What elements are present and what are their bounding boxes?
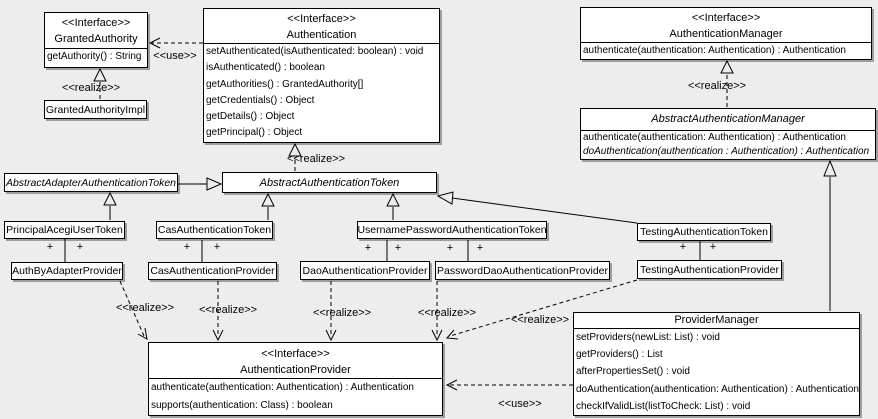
class-abstract-authentication-token[interactable]: AbstractAuthenticationToken: [222, 172, 437, 193]
method: setAuthenticated(isAuthenticated: boolea…: [206, 46, 424, 57]
realize-label: <<realize>>: [61, 82, 121, 94]
method: getPrincipal() : Object: [206, 127, 303, 139]
class-authentication-manager[interactable]: <<Interface>> AuthenticationManager auth…: [580, 7, 872, 60]
use-label: <<use>>: [498, 398, 542, 410]
method: authenticate(authentication: Authenticat…: [583, 132, 846, 143]
method: supports(authentication: Class) : boolea…: [151, 400, 333, 411]
generalization-edge-principaltoken-to-adaptertoken: [103, 191, 117, 220]
class-name: TestingAuthenticationToken: [640, 226, 768, 238]
class-provider-manager[interactable]: ProviderManager setProviders(newList: Li…: [573, 312, 860, 416]
multiplicity-label: +: [709, 241, 717, 253]
realize-label: <<realize>>: [198, 304, 258, 316]
method: doAuthentication(authentication : Authen…: [583, 146, 870, 157]
generalization-edge-castoken-to-abstracttoken: [261, 192, 275, 220]
realize-label: <<realize>>: [312, 307, 372, 319]
class-header: ProviderManager: [574, 313, 859, 328]
class-name: AuthenticationProvider: [240, 364, 351, 376]
multiplicity-label: +: [46, 241, 54, 253]
realize-label: <<realize>>: [417, 307, 477, 319]
class-authentication[interactable]: <<Interface>> Authentication setAuthenti…: [203, 8, 440, 143]
class-auth-by-adapter-provider[interactable]: AuthByAdapterProvider: [11, 262, 123, 280]
realize-label: <<realize>>: [115, 302, 175, 314]
multiplicity-label: +: [183, 241, 191, 253]
methods-compartment: setProviders(newList: List) : void getPr…: [574, 328, 859, 415]
class-header: AbstractAuthenticationManager: [581, 109, 875, 130]
class-header: <<Interface>> GrantedAuthority: [45, 13, 147, 48]
multiplicity-label: +: [213, 241, 221, 253]
realize-label: <<realize>>: [510, 314, 570, 326]
class-granted-authority-impl[interactable]: GrantedAuthorityImpl: [44, 100, 147, 119]
class-testing-authentication-provider[interactable]: TestingAuthenticationProvider: [637, 260, 782, 279]
method: isAuthenticated() : boolean: [206, 62, 325, 74]
multiplicity-label: +: [446, 242, 454, 254]
multiplicity-label: +: [394, 242, 402, 254]
class-name: AbstractAuthenticationToken: [259, 176, 400, 189]
class-name: UsernamePasswordAuthenticationToken: [357, 224, 547, 236]
method: getCredentials() : Object: [206, 94, 315, 106]
methods-compartment: setAuthenticated(isAuthenticated: boolea…: [204, 43, 439, 142]
multiplicity-label: +: [364, 242, 372, 254]
method: getAuthorities() : GrantedAuthority[]: [206, 78, 364, 90]
class-testing-authentication-token[interactable]: TestingAuthenticationToken: [637, 223, 771, 241]
multiplicity-label: +: [76, 241, 84, 253]
stereotype-label: <<Interface>>: [261, 348, 330, 360]
class-granted-authority[interactable]: <<Interface>> GrantedAuthority getAuthor…: [44, 12, 148, 68]
class-abstract-adapter-authentication-token[interactable]: AbstractAdapterAuthenticationToken: [4, 173, 178, 192]
use-edge-providermanager-to-authenticationprovider: [445, 379, 573, 391]
methods-compartment: authenticate(authentication: Authenticat…: [581, 130, 875, 159]
class-header: <<Interface>> AuthenticationManager: [581, 8, 871, 42]
class-username-password-authentication-token[interactable]: UsernamePasswordAuthenticationToken: [357, 221, 547, 239]
generalization-edge-testingtoken-to-abstracttoken: [436, 191, 638, 224]
stereotype-label: <<Interface>>: [61, 17, 131, 29]
class-name: DaoAuthenticationProvider: [302, 264, 428, 277]
class-name: CasAuthenticationProvider: [150, 265, 275, 277]
multiplicity-label: +: [679, 241, 687, 253]
class-name: PrincipalAcegiUserToken: [6, 224, 123, 236]
stereotype-label: <<Interface>>: [691, 12, 761, 24]
generalization-edge-providermanager-to-abstractmanager: [823, 159, 837, 311]
class-cas-authentication-provider[interactable]: CasAuthenticationProvider: [148, 262, 277, 280]
class-authentication-provider[interactable]: <<Interface>> AuthenticationProvider aut…: [148, 342, 443, 416]
methods-compartment: authenticate(authentication: Authenticat…: [149, 378, 442, 415]
generalization-edge-adaptertoken-to-abstracttoken: [178, 177, 223, 191]
class-abstract-authentication-manager[interactable]: AbstractAuthenticationManager authentica…: [580, 108, 876, 160]
method: getDetails() : Object: [206, 111, 295, 123]
method: afterPropertiesSet() : void: [576, 366, 690, 378]
method: checkIfValidList(listToCheck: List) : vo…: [576, 400, 751, 412]
class-name: Authentication: [286, 29, 357, 41]
class-dao-authentication-provider[interactable]: DaoAuthenticationProvider: [300, 261, 430, 280]
method: doAuthentication(authentication: Authent…: [576, 383, 859, 395]
class-name: GrantedAuthority: [54, 33, 138, 45]
use-edge-authentication-to-grantedauthority: [148, 37, 203, 49]
class-name: AuthByAdapterProvider: [12, 265, 122, 277]
multiplicity-label: +: [476, 242, 484, 254]
method: getAuthority() : String: [47, 51, 142, 62]
class-header: <<Interface>> AuthenticationProvider: [149, 343, 442, 378]
method: setProviders(newList: List) : void: [576, 332, 720, 343]
realize-label: <<realize>>: [286, 153, 346, 165]
method: getProviders() : List: [576, 349, 663, 361]
class-name: TestingAuthenticationProvider: [640, 263, 779, 276]
realize-label: <<realize>>: [687, 80, 747, 92]
class-header: <<Interface>> Authentication: [204, 9, 439, 43]
class-name: AbstractAuthenticationManager: [651, 113, 805, 125]
class-name: ProviderManager: [674, 314, 759, 326]
use-label: <<use>>: [153, 50, 197, 62]
class-name: AbstractAdapterAuthenticationToken: [5, 176, 177, 189]
class-name: CasAuthenticationToken: [157, 224, 272, 236]
methods-compartment: getAuthority() : String: [45, 48, 147, 65]
method: authenticate(authentication: Authenticat…: [151, 382, 414, 393]
class-name: PasswordDaoAuthenticationProvider: [436, 264, 608, 277]
stereotype-label: <<Interface>>: [287, 13, 356, 25]
generalization-edge-usernamepasswordtoken-to-abstracttoken: [386, 192, 400, 220]
class-name: GrantedAuthorityImpl: [45, 103, 146, 116]
methods-compartment: authenticate(authentication: Authenticat…: [581, 42, 871, 59]
class-password-dao-authentication-provider[interactable]: PasswordDaoAuthenticationProvider: [435, 261, 610, 280]
class-name: AuthenticationManager: [669, 28, 783, 40]
method: authenticate(authentication: Authenticat…: [583, 45, 846, 56]
class-cas-authentication-token[interactable]: CasAuthenticationToken: [156, 221, 273, 239]
class-principal-acegi-user-token[interactable]: PrincipalAcegiUserToken: [4, 221, 125, 239]
